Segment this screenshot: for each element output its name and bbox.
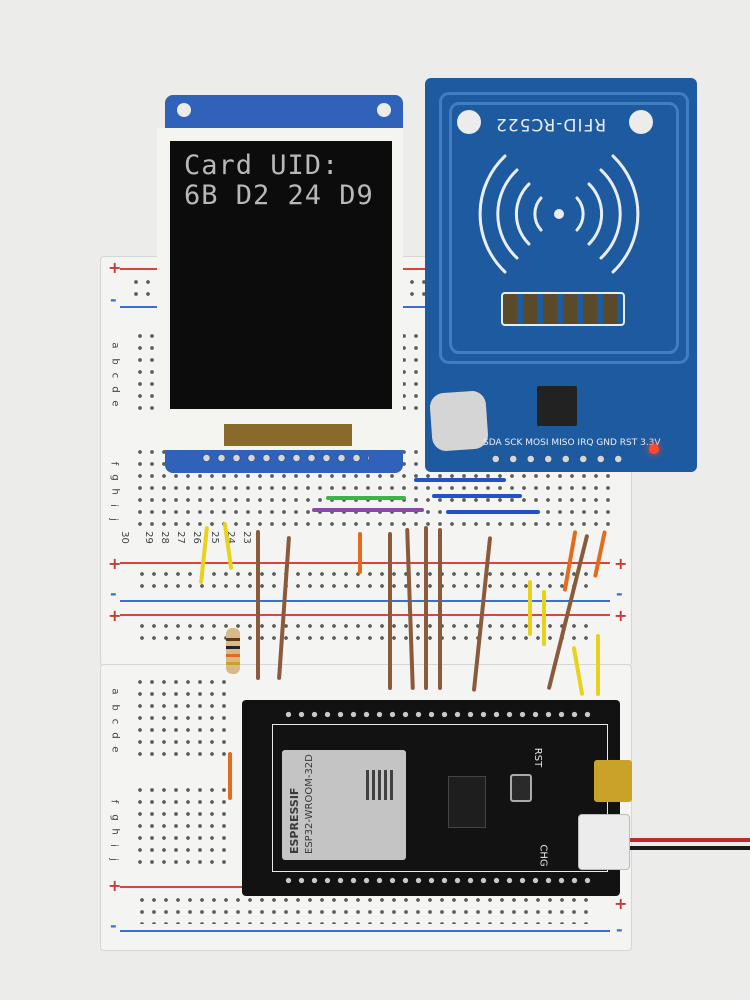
usb-port[interactable]	[594, 760, 632, 802]
row-label-d: d	[109, 732, 121, 739]
wire-orange	[358, 532, 362, 574]
col-label-26: 26	[190, 531, 202, 544]
esp32-board: ESPRESSIF ESP32-WROOM-32D RST CHG	[242, 700, 632, 896]
tft-line-1: Card UID:	[184, 150, 340, 181]
pin-header	[199, 451, 369, 465]
pin-header	[487, 452, 627, 466]
wire-yellow	[596, 634, 600, 696]
chg-label: CHG	[537, 844, 549, 867]
mounting-hole	[457, 110, 481, 134]
capacitor-row	[501, 292, 625, 326]
rail-plus-label: +	[614, 554, 628, 573]
row-label-f: f	[108, 461, 120, 466]
rc522-chip	[537, 386, 577, 426]
rail-minus-label: -	[110, 290, 117, 309]
rail-plus-label: +	[614, 606, 628, 625]
tft-screen: Card UID: 6B D2 24 D9	[170, 141, 392, 409]
row-label-h: h	[109, 488, 121, 495]
wire-yellow	[528, 580, 532, 636]
row-label-g: g	[109, 814, 121, 821]
wire-blue-3	[446, 510, 540, 514]
pin-header-top	[282, 708, 596, 722]
col-label-29: 29	[142, 531, 154, 544]
row-label-a: a	[109, 688, 121, 695]
wire-blue-2	[432, 494, 522, 498]
wire-brown	[256, 530, 260, 680]
row-label-j: j	[107, 858, 119, 861]
wire-brown	[438, 528, 442, 690]
rst-label: RST	[532, 747, 544, 768]
antenna-trace	[449, 102, 679, 354]
row-label-i: i	[107, 504, 119, 507]
rail-plus-label: +	[108, 554, 122, 573]
tft-ribbon	[224, 424, 352, 446]
module-model: ESP32-WROOM-32D	[304, 754, 315, 854]
rfid-module: RFID-RC522 SDA SCK MOSI MISO IRQ GND RST…	[425, 78, 697, 472]
row-label-c: c	[109, 718, 121, 725]
wire-orange	[228, 752, 232, 800]
wire-yellow	[542, 590, 546, 646]
terminal-holes-bottom2	[134, 784, 234, 864]
qr-code	[366, 770, 396, 800]
mounting-hole	[377, 103, 391, 117]
row-label-j: j	[107, 518, 119, 521]
col-label-25: 25	[208, 531, 220, 544]
battery-wire-red	[630, 838, 750, 842]
row-label-c: c	[109, 372, 121, 379]
resistor	[226, 628, 240, 674]
rfid-pin-labels: SDA SCK MOSI MISO IRQ GND RST 3.3V	[483, 438, 661, 448]
battery-wire-black	[630, 846, 750, 850]
wire-blue-1	[414, 478, 506, 482]
col-label-30: 30	[118, 531, 130, 544]
mounting-hole	[177, 103, 191, 117]
row-label-a: a	[109, 342, 121, 349]
col-label-23: 23	[240, 531, 252, 544]
rail-plus-label: +	[108, 606, 122, 625]
row-label-e: e	[109, 746, 121, 753]
antenna-trace	[439, 92, 689, 364]
wire-green	[326, 496, 406, 500]
rail-minus-label: -	[616, 584, 623, 603]
reset-button[interactable]	[510, 774, 532, 802]
rail-minus-label: -	[110, 584, 117, 603]
power-rail-middle: + - + - + +	[100, 548, 630, 658]
row-label-f: f	[108, 799, 120, 804]
row-label-b: b	[109, 358, 121, 365]
row-label-g: g	[109, 474, 121, 481]
battery-connector[interactable]	[578, 814, 630, 870]
power-led	[649, 444, 659, 454]
col-label-27: 27	[174, 531, 186, 544]
crystal	[429, 390, 489, 452]
pin-header-bottom	[282, 874, 596, 888]
wire-brown	[424, 526, 428, 690]
esp32-wroom-module: ESPRESSIF ESP32-WROOM-32D	[282, 750, 406, 860]
row-label-d: d	[109, 386, 121, 393]
mounting-hole	[629, 110, 653, 134]
row-label-h: h	[109, 828, 121, 835]
module-brand: ESPRESSIF	[288, 787, 301, 854]
row-label-b: b	[109, 704, 121, 711]
usb-chip	[448, 776, 486, 828]
terminal-holes-bottom	[134, 676, 234, 756]
tft-line-2: 6B D2 24 D9	[184, 180, 374, 211]
rail-plus-label: +	[108, 258, 122, 277]
wire-brown	[388, 532, 392, 690]
rail-minus-label: -	[110, 916, 117, 935]
rfid-wave-icon	[478, 154, 640, 274]
col-label-28: 28	[158, 531, 170, 544]
power-rail-bottom: + - + -	[100, 874, 630, 944]
rail-plus-label: +	[614, 894, 628, 913]
row-label-e: e	[109, 400, 121, 407]
rail-minus-label: -	[616, 920, 623, 939]
rail-plus-label: +	[108, 876, 122, 895]
row-label-i: i	[107, 844, 119, 847]
wire-purple	[312, 508, 424, 512]
